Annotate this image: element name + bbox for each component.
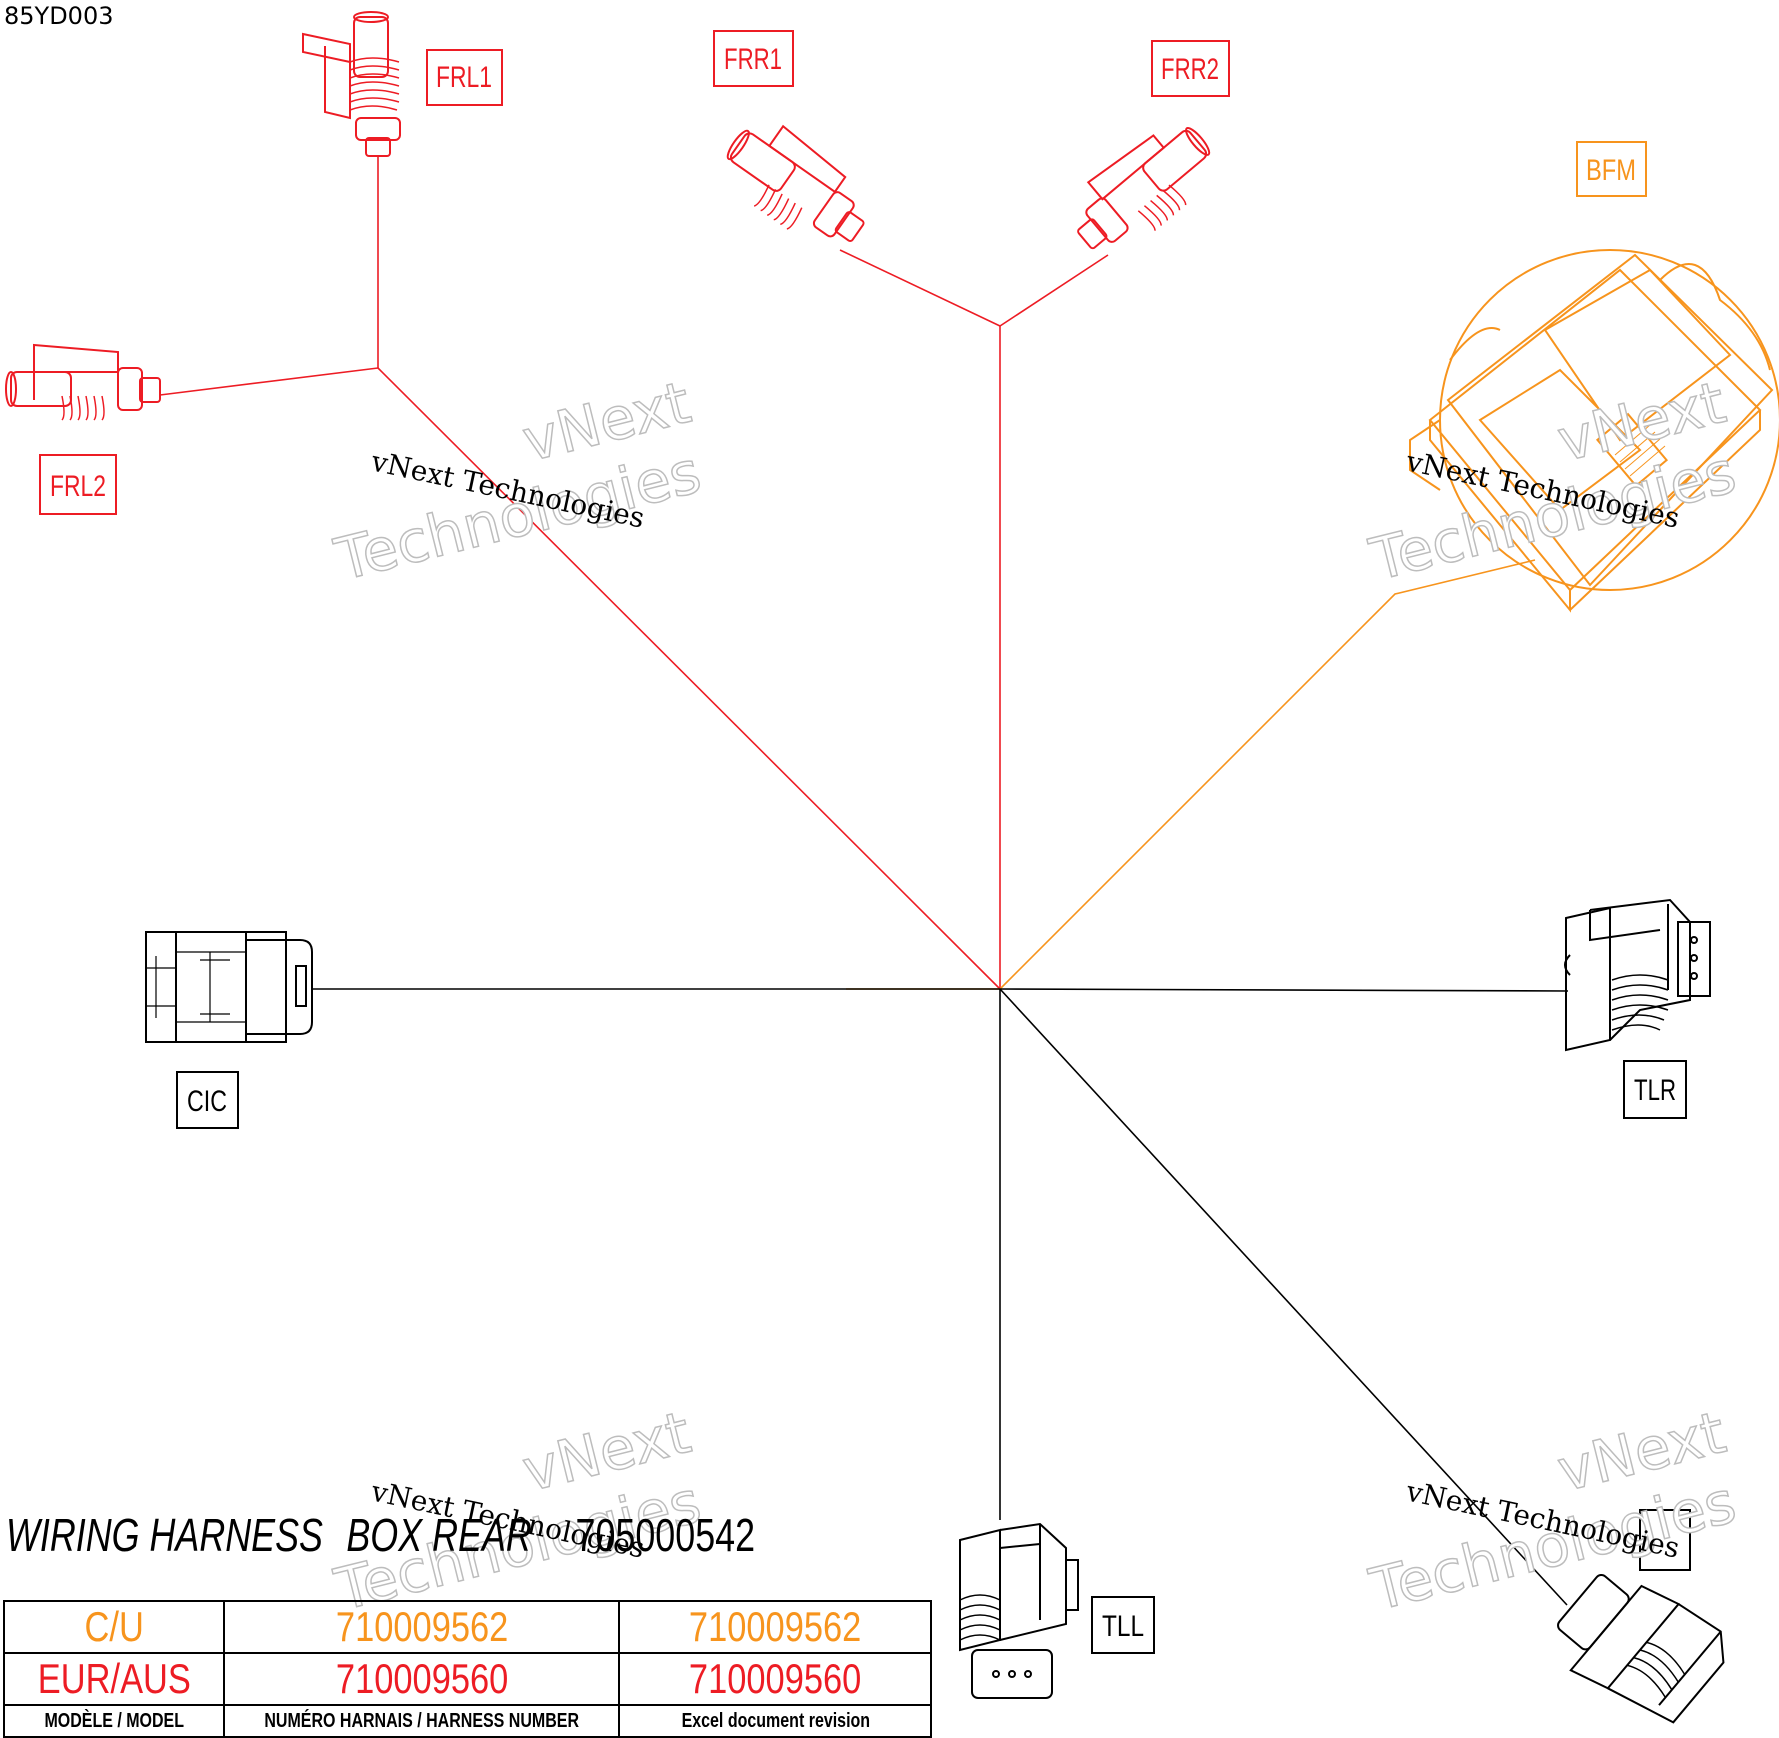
harness-title: WIRING HARNESS BOX REAR 705000542 [6,1508,755,1562]
table-cell-revision: 710009560 [618,1652,933,1706]
connector-frr1-icon[interactable] [711,108,883,263]
label-tlr: TLR [1634,1074,1676,1107]
connector-frr2-icon[interactable] [1058,108,1228,269]
wire-trr [999,988,1568,1606]
label-box-frr2 [1151,40,1230,97]
bfm-module-icon[interactable] [1409,249,1779,613]
wire-frl2 [159,367,379,396]
label-bfm: BFM [1586,154,1636,187]
label-frr1: FRR1 [724,43,782,76]
connector-tlr-icon[interactable] [1564,898,1711,1052]
connector-tll-icon[interactable] [959,1522,1079,1699]
connector-frl1-icon[interactable] [302,11,401,157]
table-header-harness: NUMÉRO HARNAIS / HARNESS NUMBER [222,1704,621,1738]
title-part1: WIRING HARNESS [6,1509,323,1561]
wire-bfm [999,559,1536,990]
label-box-bfm [1576,141,1647,197]
label-box-cic [176,1071,239,1129]
label-box-trr [1639,1509,1691,1571]
label-box-tll [1091,1596,1155,1654]
label-frr2: FRR2 [1161,53,1219,86]
label-cic: CIC [187,1085,227,1118]
connector-trr-icon[interactable] [1540,1548,1737,1733]
title-part2: BOX REAR [346,1509,532,1561]
table-cell-model: C/U [3,1600,225,1654]
label-frl1: FRL1 [436,61,492,94]
table-cell-harness: 710009560 [222,1652,621,1706]
table-header-row: MODÈLE / MODEL NUMÉRO HARNAIS / HARNESS … [3,1704,933,1738]
table-cell-model: EUR/AUS [3,1652,225,1706]
wire-tlr [999,988,1569,992]
label-frl2: FRL2 [50,470,106,503]
connector-frl2-icon[interactable] [5,343,161,421]
wire-frr1 [839,249,1001,327]
title-part-number: 705000542 [575,1509,756,1561]
label-box-frl2 [39,454,117,515]
table-cell-harness: 710009562 [222,1600,621,1654]
wire-frr2 [999,254,1109,327]
table-header-model: MODÈLE / MODEL [3,1704,225,1738]
table-row: C/U 710009562 710009562 [3,1600,933,1654]
label-tll: TLL [1102,1610,1144,1643]
table-cell-revision: 710009562 [618,1600,933,1654]
wire-frl-trunk [377,367,1001,990]
table-row: EUR/AUS 710009560 710009560 [3,1652,933,1706]
table-header-revision: Excel document revision [618,1704,933,1738]
label-box-frr1 [713,30,794,87]
connector-cic-icon[interactable] [145,931,313,1043]
label-texts: FRL1 FRL2 FRR1 FRR2 BFM CIC TLR TLL [50,43,1676,1643]
label-box-frl1 [426,49,503,106]
document-id: 85YD003 [4,2,114,30]
wires [159,155,1569,1606]
label-box-tlr [1623,1060,1687,1119]
label-boxes [39,30,1691,1654]
harness-number-table: C/U 710009562 710009562 EUR/AUS 71000956… [3,1600,933,1738]
